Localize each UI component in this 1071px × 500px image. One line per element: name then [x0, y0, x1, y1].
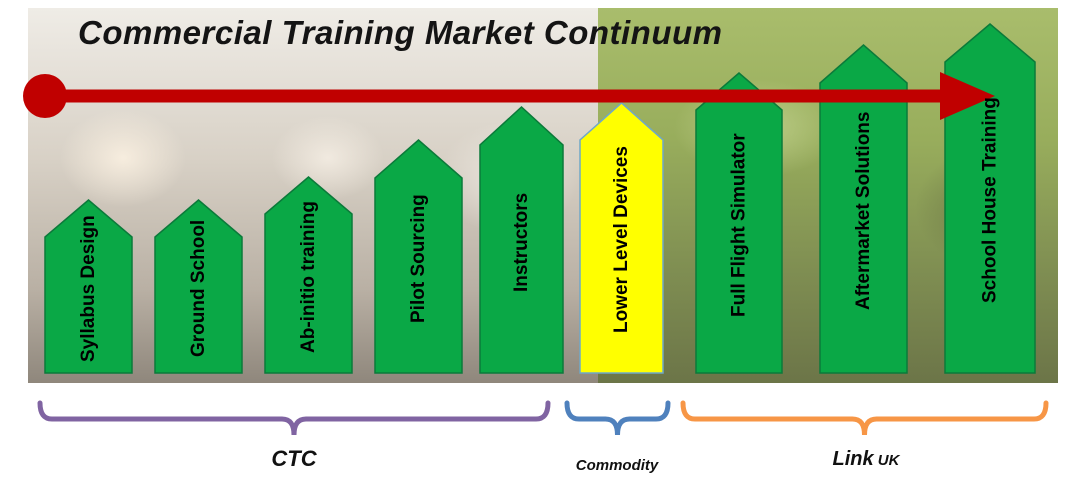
group-braces [37, 400, 1049, 436]
arrow-head [940, 72, 995, 120]
box-label-7: Full Flight Simulator [728, 133, 750, 317]
group-label-text: Commodity [575, 457, 659, 474]
brace-3 [680, 400, 1049, 436]
pentagon-box-6 [579, 101, 664, 374]
brace-1 [37, 400, 551, 436]
group-label-text: CTC [271, 446, 317, 471]
pentagon-boxes [44, 23, 1036, 374]
brace-2 [564, 400, 671, 436]
pentagon-box-2 [154, 199, 243, 374]
box-label-3: Ab-initio training [298, 201, 319, 353]
group-label-text: Link [832, 448, 874, 470]
box-label-2: Ground School [188, 219, 209, 358]
box-label-8: Aftermarket Solutions [853, 111, 874, 311]
box-label-4: Pilot Sourcing [408, 194, 429, 323]
pentagon-box-1 [44, 199, 133, 374]
arrow-start-dot [23, 74, 67, 118]
pentagon-box-4 [374, 139, 463, 374]
group-label-2: Commodity [576, 457, 659, 474]
group-label-1: CTC [271, 446, 316, 472]
continuum-arrow [23, 72, 995, 120]
box-label-6: Lower Level Devices [611, 146, 632, 334]
pentagon-box-8 [819, 44, 908, 374]
diagram-title: Commercial Training Market Continuum [78, 14, 723, 51]
box-label-5: Instructors [511, 192, 532, 292]
box-label-9: School House Training [979, 97, 1001, 304]
group-label-suffix: UK [873, 452, 900, 469]
pentagon-box-3 [264, 176, 353, 374]
box-label-1: Syllabus Design [78, 215, 99, 362]
pentagon-box-5 [479, 105, 564, 374]
group-label-3: Link UK [833, 448, 900, 471]
